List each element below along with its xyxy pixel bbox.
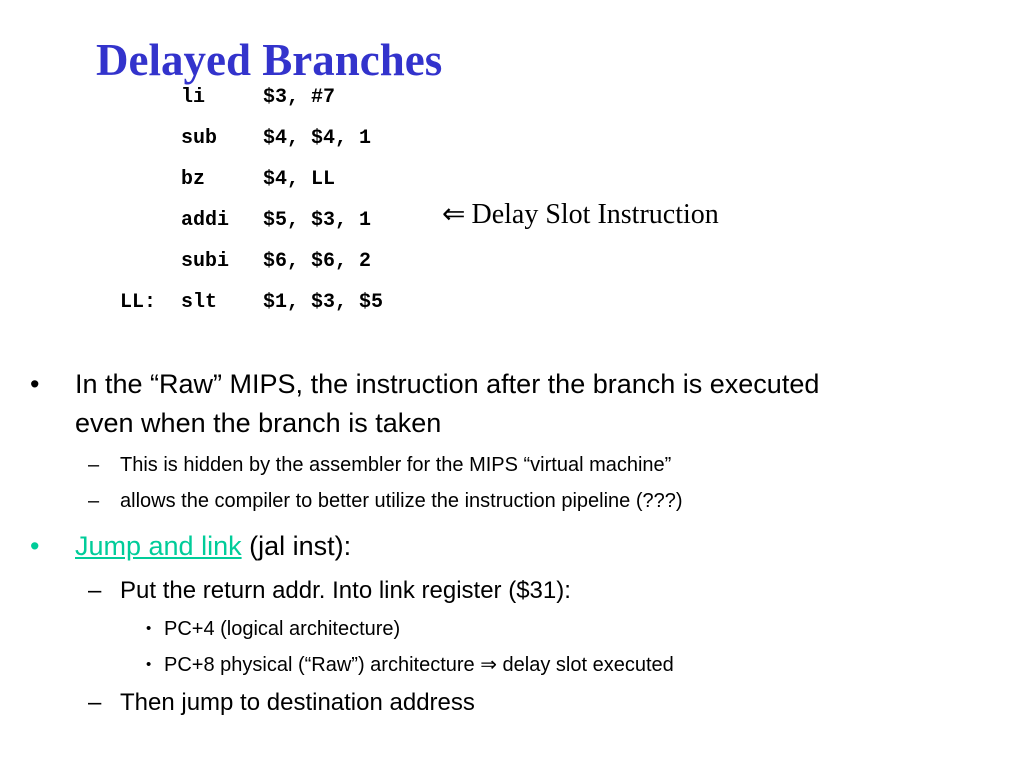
jump-and-link-link[interactable]: Jump and link xyxy=(75,531,242,561)
code-opcode: sub xyxy=(181,127,218,150)
dash-marker: – xyxy=(88,689,102,716)
slide-title: Delayed Branches xyxy=(96,35,443,85)
left-double-arrow-icon: ⇐ xyxy=(442,199,466,230)
bullet-marker: • xyxy=(146,656,152,673)
sub-bullet-text: Put the return addr. Into link register … xyxy=(120,577,571,604)
code-operands: $6, $6, 2 xyxy=(263,250,372,273)
bullet-marker: • xyxy=(30,531,40,561)
dash-marker: – xyxy=(88,577,102,604)
code-operands: $4, LL xyxy=(263,168,336,191)
code-operands: $1, $3, $5 xyxy=(263,291,384,314)
code-operands: $4, $4, 1 xyxy=(263,127,372,150)
code-opcode: subi xyxy=(181,250,230,273)
sub-sub-bullet-text: PC+4 (logical architecture) xyxy=(164,618,401,640)
bullet-text-line1: In the “Raw” MIPS, the instruction after… xyxy=(75,369,820,399)
bullet-marker: • xyxy=(146,620,152,637)
code-opcode: li xyxy=(181,86,206,109)
sub-bullet-text: Then jump to destination address xyxy=(120,689,475,716)
dash-marker: – xyxy=(88,490,100,512)
code-operands: $5, $3, 1 xyxy=(263,209,372,232)
annotation-text: Delay Slot Instruction xyxy=(471,199,719,230)
sub-bullet-text: This is hidden by the assembler for the … xyxy=(120,454,672,476)
code-opcode: slt xyxy=(181,291,218,314)
delay-slot-annotation: ⇐Delay Slot Instruction xyxy=(442,197,719,233)
bullet-marker: • xyxy=(30,369,40,399)
code-opcode: addi xyxy=(181,209,230,232)
bullet-jump-and-link: • Jump and link (jal inst): xyxy=(30,527,1020,567)
bullet-text: Jump and link (jal inst): xyxy=(75,527,1020,565)
dash-marker: – xyxy=(88,454,100,476)
code-label: LL: xyxy=(120,291,157,314)
sub-sub-bullet-text: PC+8 physical (“Raw”) architecture ⇒ del… xyxy=(164,654,674,676)
code-opcode: bz xyxy=(181,168,206,191)
bullet-text-line2: even when the branch is taken xyxy=(75,408,442,438)
code-operands: $3, #7 xyxy=(263,86,336,109)
bullet-text-rest: (jal inst): xyxy=(241,531,352,561)
bullet-raw-mips: • In the “Raw” MIPS, the instruction aft… xyxy=(30,365,1020,445)
sub-bullet-text: allows the compiler to better utilize th… xyxy=(120,490,683,512)
